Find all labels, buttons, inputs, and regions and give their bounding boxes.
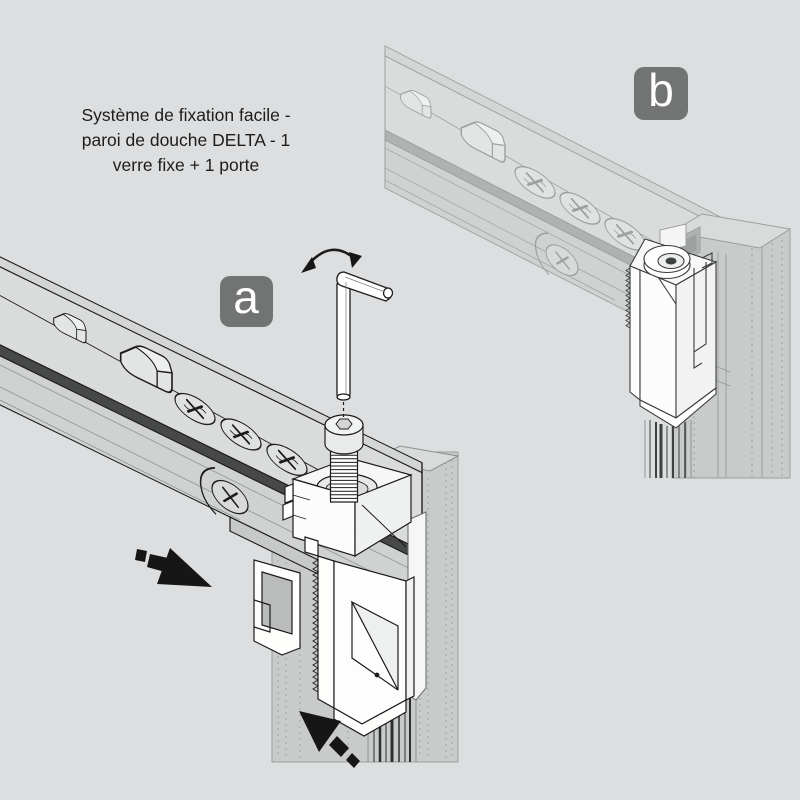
- rotation-arrow-icon: [301, 248, 362, 273]
- socket-head-screw-icon: [657, 252, 685, 270]
- title-line-2: paroi de douche DELTA - 1: [82, 130, 291, 150]
- push-direction-arrow-icon: [299, 711, 360, 768]
- allen-key-icon: [336, 271, 394, 419]
- slide-direction-arrow-icon: [135, 548, 212, 587]
- title-line-1: Système de fixation facile -: [81, 105, 290, 125]
- figure-a-illustration: a: [0, 248, 460, 768]
- panel-edge-lines-b: [644, 420, 692, 478]
- step-a-badge: a: [220, 271, 273, 327]
- rail-end-channel-a: [253, 559, 301, 656]
- instruction-title: Système de fixation facile - paroi de do…: [81, 105, 290, 175]
- fixation-clamp-b: [625, 238, 718, 429]
- step-a-label: a: [233, 271, 259, 323]
- figure-b-illustration: b: [384, 45, 792, 479]
- step-b-label: b: [648, 64, 674, 116]
- step-b-badge: b: [634, 64, 688, 120]
- socket-head-screw-icon: [324, 414, 364, 503]
- title-line-3: verre fixe + 1 porte: [113, 155, 259, 175]
- keyhole-screw-a: [199, 466, 249, 515]
